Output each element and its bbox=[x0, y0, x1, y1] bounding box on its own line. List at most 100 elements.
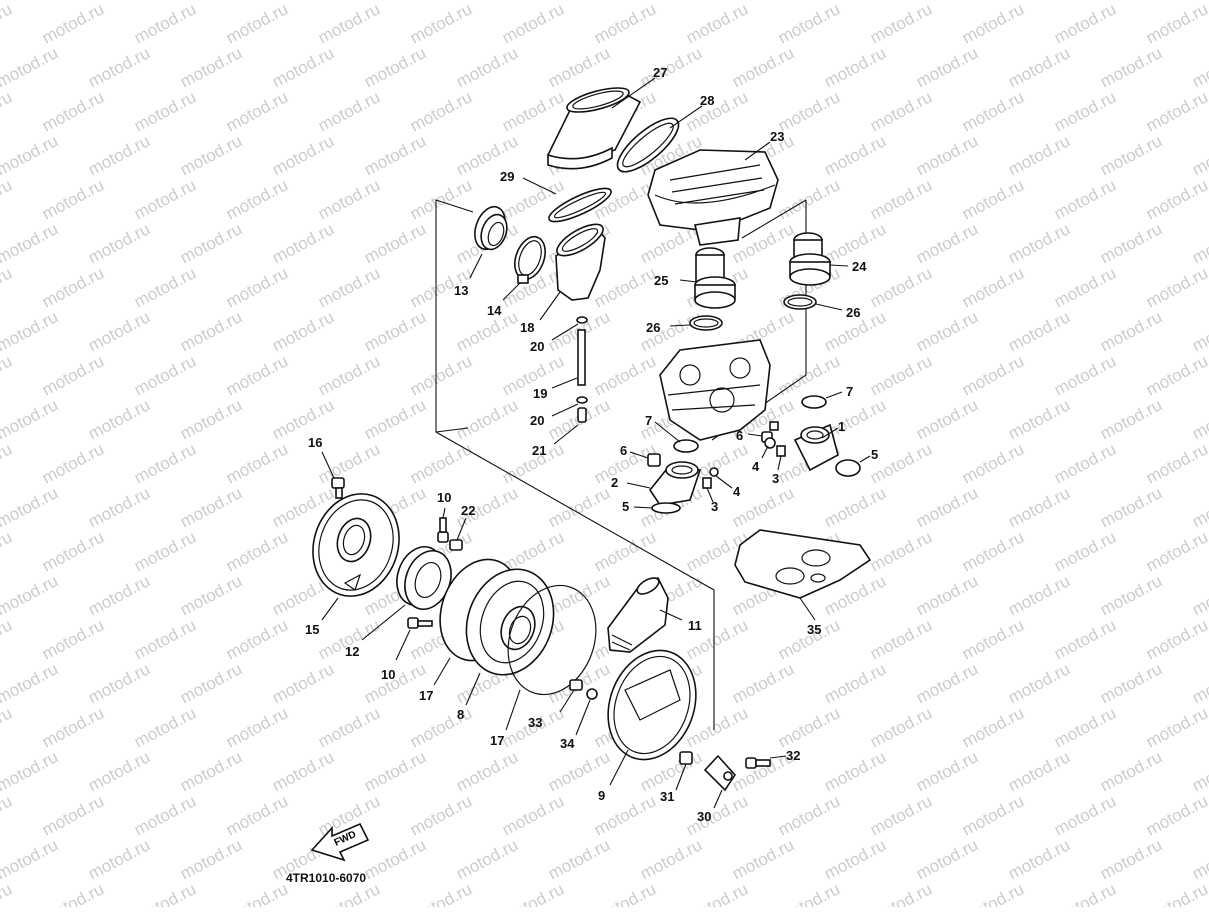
callout-3: 3 bbox=[772, 471, 779, 486]
watermark-text: motod.ru bbox=[913, 835, 981, 883]
watermark-text: motod.ru bbox=[637, 835, 705, 883]
watermark-text: motod.ru bbox=[1143, 703, 1209, 751]
part-29-clamp bbox=[548, 187, 612, 223]
part-24-boot bbox=[789, 232, 831, 286]
watermark-text: motod.ru bbox=[959, 791, 1027, 839]
watermark-text: motod.ru bbox=[545, 835, 613, 883]
watermark-text: motod.ru bbox=[959, 703, 1027, 751]
watermark-text: motod.ru bbox=[453, 835, 521, 883]
watermark-text: motod.ru bbox=[85, 219, 153, 267]
watermark-text: motod.ru bbox=[821, 131, 889, 179]
callout-19: 19 bbox=[533, 386, 547, 401]
watermark-text: motod.ru bbox=[1051, 439, 1119, 487]
watermark-text: motod.ru bbox=[1097, 307, 1165, 355]
watermark-text: motod.ru bbox=[361, 43, 429, 91]
watermark-text: motod.ru bbox=[499, 0, 567, 48]
part-26-clamps bbox=[689, 294, 817, 331]
part-28-gasket bbox=[616, 117, 680, 173]
watermark-text: motod.ru bbox=[1143, 0, 1209, 48]
watermark-text: motod.ru bbox=[1189, 483, 1209, 531]
watermark-text: motod.ru bbox=[821, 659, 889, 707]
watermark-text: motod.ru bbox=[131, 0, 199, 48]
watermark-text: motod.ru bbox=[85, 307, 153, 355]
watermark-text: motod.ru bbox=[1005, 395, 1073, 443]
watermark-text: motod.ru bbox=[0, 219, 61, 267]
watermark-text: motod.ru bbox=[85, 43, 153, 91]
watermark-text: motod.ru bbox=[913, 659, 981, 707]
watermark-text: motod.ru bbox=[1005, 131, 1073, 179]
watermark-text: motod.ru bbox=[1143, 351, 1209, 399]
fwd-arrow-icon: FWD bbox=[310, 822, 370, 862]
callout-7: 7 bbox=[645, 413, 652, 428]
watermark-text: motod.ru bbox=[131, 703, 199, 751]
part-7-clips bbox=[673, 395, 827, 453]
watermark-text: motod.ru bbox=[131, 879, 199, 907]
watermark-text: motod.ru bbox=[407, 791, 475, 839]
watermark-text: motod.ru bbox=[1051, 703, 1119, 751]
watermark-text: motod.ru bbox=[867, 879, 935, 907]
watermark-text: motod.ru bbox=[1097, 219, 1165, 267]
watermark-text: motod.ru bbox=[1143, 87, 1209, 135]
watermark-text: motod.ru bbox=[0, 351, 15, 399]
watermark-text: motod.ru bbox=[131, 527, 199, 575]
watermark-text: motod.ru bbox=[315, 351, 383, 399]
watermark-text: motod.ru bbox=[131, 87, 199, 135]
watermark-text: motod.ru bbox=[1189, 571, 1209, 619]
watermark-text: motod.ru bbox=[315, 703, 383, 751]
watermark-text: motod.ru bbox=[177, 835, 245, 883]
watermark-text: motod.ru bbox=[959, 879, 1027, 907]
watermark-text: motod.ru bbox=[131, 439, 199, 487]
watermark-text: motod.ru bbox=[1189, 395, 1209, 443]
callout-1: 1 bbox=[838, 419, 845, 434]
watermark-text: motod.ru bbox=[407, 351, 475, 399]
part-33-34-fasteners bbox=[569, 679, 598, 700]
watermark-text: motod.ru bbox=[591, 351, 659, 399]
watermark-text: motod.ru bbox=[39, 263, 107, 311]
watermark-text: motod.ru bbox=[1051, 87, 1119, 135]
watermark-text: motod.ru bbox=[1097, 43, 1165, 91]
watermark-text: motod.ru bbox=[775, 87, 843, 135]
callout-2: 2 bbox=[611, 475, 618, 490]
watermark-text: motod.ru bbox=[913, 131, 981, 179]
watermark-text: motod.ru bbox=[867, 263, 935, 311]
watermark-text: motod.ru bbox=[269, 659, 337, 707]
watermark-text: motod.ru bbox=[1097, 835, 1165, 883]
watermark-text: motod.ru bbox=[913, 307, 981, 355]
watermark-text: motod.ru bbox=[0, 747, 61, 795]
watermark-text: motod.ru bbox=[407, 0, 475, 48]
watermark-text: motod.ru bbox=[0, 87, 15, 135]
callout-5: 5 bbox=[871, 447, 878, 462]
watermark-text: motod.ru bbox=[1005, 571, 1073, 619]
callout-27: 27 bbox=[653, 65, 667, 80]
watermark-text: motod.ru bbox=[959, 263, 1027, 311]
watermark-text: motod.ru bbox=[959, 87, 1027, 135]
watermark-text: motod.ru bbox=[1097, 659, 1165, 707]
watermark-text: motod.ru bbox=[867, 615, 935, 663]
part-32-screw bbox=[745, 757, 771, 769]
part-12-filter bbox=[396, 546, 452, 610]
watermark-text: motod.ru bbox=[0, 439, 15, 487]
callout-16: 16 bbox=[308, 435, 322, 450]
watermark-text: motod.ru bbox=[269, 747, 337, 795]
callout-18: 18 bbox=[520, 320, 534, 335]
watermark-text: motod.ru bbox=[85, 131, 153, 179]
watermark-text: motod.ru bbox=[39, 0, 107, 48]
callout-32: 32 bbox=[786, 748, 800, 763]
watermark-text: motod.ru bbox=[821, 43, 889, 91]
watermark-text: motod.ru bbox=[1051, 615, 1119, 663]
part-11-duct bbox=[607, 576, 669, 653]
watermark-text: motod.ru bbox=[361, 307, 429, 355]
watermark-text: motod.ru bbox=[39, 351, 107, 399]
watermark-text: motod.ru bbox=[1143, 879, 1209, 907]
callout-11: 11 bbox=[688, 618, 702, 633]
watermark-text: motod.ru bbox=[0, 703, 15, 751]
watermark-text: motod.ru bbox=[39, 527, 107, 575]
watermark-text: motod.ru bbox=[1051, 263, 1119, 311]
watermark-text: motod.ru bbox=[959, 175, 1027, 223]
watermark-text: motod.ru bbox=[315, 439, 383, 487]
watermark-text: motod.ru bbox=[85, 659, 153, 707]
watermark-text: motod.ru bbox=[867, 0, 935, 48]
watermark-text: motod.ru bbox=[1005, 659, 1073, 707]
watermark-text: motod.ru bbox=[499, 879, 567, 907]
watermark-text: motod.ru bbox=[867, 791, 935, 839]
